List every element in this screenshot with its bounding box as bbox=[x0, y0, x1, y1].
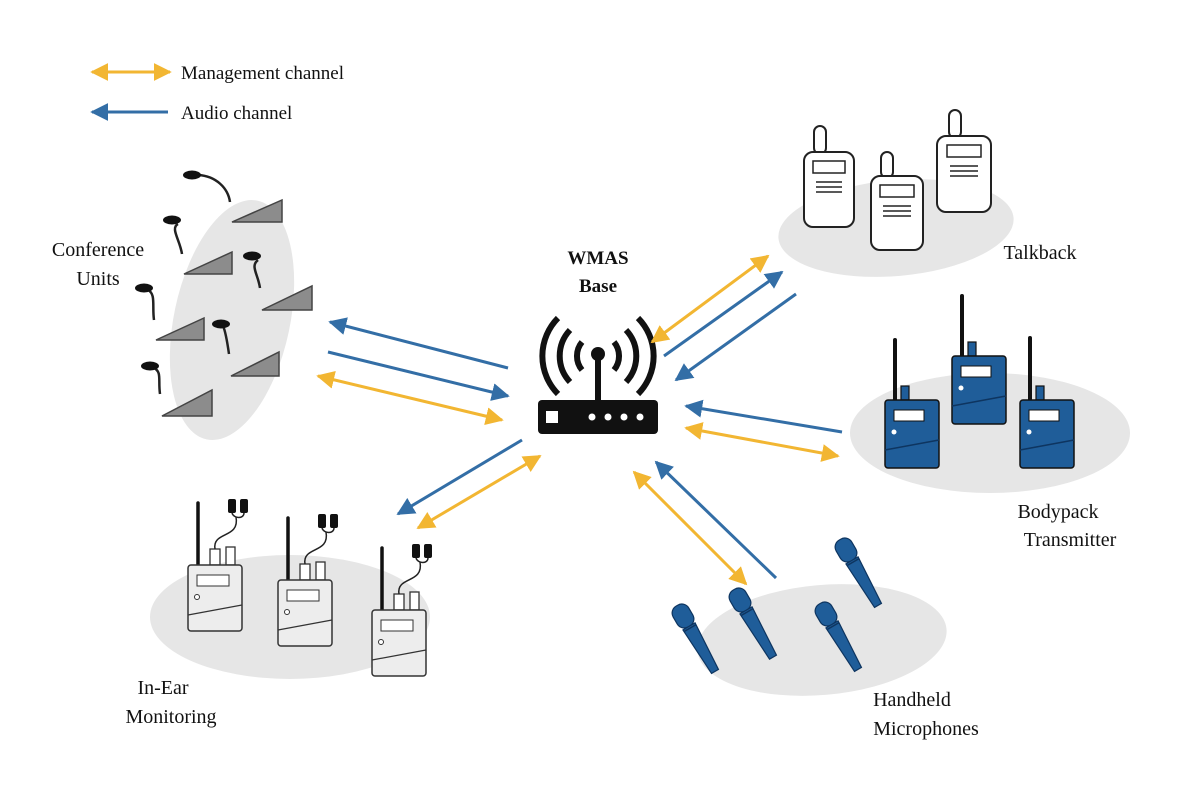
management-channel-arrow bbox=[650, 254, 770, 344]
wmas-router-icon bbox=[538, 315, 658, 434]
inear-label-line1: In-Ear bbox=[137, 677, 188, 699]
handheld-microphone-icon bbox=[814, 601, 863, 673]
inear-receiver-icon bbox=[187, 499, 248, 632]
management-channel-arrow bbox=[416, 454, 542, 530]
inear-receivers bbox=[187, 499, 432, 677]
audio-channel-arrow bbox=[327, 350, 510, 401]
legend-audio-label: Audio channel bbox=[181, 103, 292, 124]
inear-receiver-icon bbox=[277, 514, 338, 647]
audio-channel-arrow bbox=[684, 399, 843, 434]
audio-channel-arrow bbox=[328, 317, 509, 370]
conference-group-ellipse bbox=[169, 200, 295, 440]
conference-unit-icon bbox=[141, 361, 213, 417]
bodypack-transmitter-icon bbox=[951, 294, 1007, 425]
handheld-label-line2: Microphones bbox=[873, 718, 979, 740]
legend-management-label: Management channel bbox=[181, 63, 344, 84]
conference-units bbox=[135, 170, 313, 417]
talkback-label: Talkback bbox=[1003, 242, 1076, 264]
handheld-label-line1: Handheld bbox=[873, 689, 951, 711]
handheld-group-ellipse bbox=[697, 584, 947, 696]
legend: Management channel Audio channel bbox=[90, 63, 344, 124]
handheld-microphone-icon bbox=[728, 587, 778, 660]
conference-unit-icon bbox=[163, 215, 233, 275]
base-label-line1: WMAS bbox=[567, 248, 628, 269]
talkback-radio-icon bbox=[870, 151, 924, 251]
management-channel-arrow bbox=[632, 470, 748, 586]
conference-unit-icon bbox=[183, 170, 283, 223]
handheld-microphone-icon bbox=[671, 603, 720, 675]
conference-unit-icon bbox=[212, 319, 280, 377]
inear-receiver-icon bbox=[371, 544, 432, 677]
audio-channel-arrow bbox=[663, 270, 784, 358]
bodypack-transmitter-icon bbox=[884, 338, 940, 469]
bodypack-transmitter-icon bbox=[1019, 336, 1075, 469]
inear-label-line2: Monitoring bbox=[125, 706, 216, 728]
base-label-line2: Base bbox=[579, 276, 617, 297]
audio-channel-arrow bbox=[654, 460, 778, 580]
management-channel-arrow bbox=[684, 422, 840, 462]
conference-label-line1: Conference bbox=[52, 239, 144, 261]
handheld-microphone-icon bbox=[834, 537, 883, 609]
handheld-microphones bbox=[671, 537, 883, 675]
bodypack-transmitters bbox=[884, 294, 1075, 469]
talkback-radios bbox=[803, 109, 992, 251]
talkback-radio-icon bbox=[803, 125, 855, 228]
conference-label-line2: Units bbox=[76, 268, 120, 290]
conference-unit-icon bbox=[243, 251, 313, 311]
channel-arrows bbox=[316, 254, 843, 586]
bodypack-label-line2: Transmitter bbox=[1024, 529, 1117, 551]
bodypack-label-line1: Bodypack bbox=[1017, 501, 1098, 523]
audio-channel-arrow bbox=[674, 292, 797, 382]
management-channel-arrow bbox=[316, 371, 504, 425]
talkback-radio-icon bbox=[936, 109, 992, 213]
conference-unit-icon bbox=[135, 283, 205, 341]
